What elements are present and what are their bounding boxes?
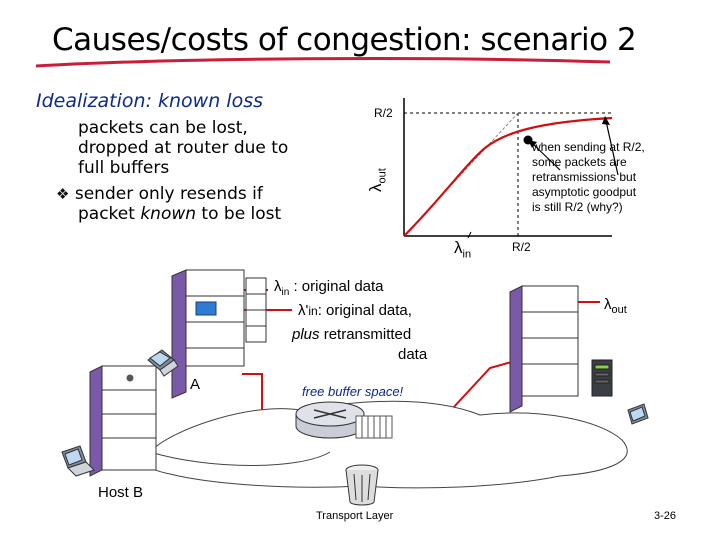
free-buffer-label: free buffer space! (302, 384, 404, 399)
bullet-2-suffix: to be lost (196, 204, 282, 224)
bullet-2: ❖ sender only resends if packet known to… (56, 184, 281, 224)
data-word: data (398, 346, 428, 363)
graph-x-axis-lambda: λ (454, 238, 463, 257)
server-icon (591, 359, 613, 397)
router-buffer (355, 415, 393, 439)
lambda-prime-desc: : original data, (317, 302, 412, 319)
network-link-bottom (149, 451, 331, 466)
graph-y-axis-label: λout (366, 168, 388, 192)
buffer-stack-a (245, 277, 267, 343)
graph-y-axis-sub: out (376, 168, 389, 184)
title-underline (35, 57, 611, 68)
footer-title: Transport Layer (316, 510, 394, 522)
retransmitted-label: plus retransmitted (292, 326, 411, 343)
diamond-bullet-icon: ❖ (56, 185, 70, 203)
trash-can-icon (345, 464, 379, 506)
bullet-1-line-3: full buffers (78, 158, 170, 178)
host-a-device (171, 269, 245, 399)
lambda-out-sub: out (611, 304, 627, 316)
plus-word: plus (292, 326, 320, 343)
lambda-in-label: λin : original data (274, 278, 384, 298)
graph-x-axis-label: λin (454, 238, 471, 260)
host-a-label: A (190, 376, 201, 393)
graph-note-line: some packets are (532, 155, 627, 169)
retransmitted-word: retransmitted (319, 326, 412, 343)
graph-arrow-to-point (532, 143, 561, 171)
graph-y-axis-lambda: λ (366, 183, 385, 193)
idealization-heading: Idealization: known loss (36, 90, 263, 112)
network-cloud (143, 400, 628, 489)
graph-note-line: retransmissions but (532, 170, 637, 184)
graph-note-line: asymptotic goodput (532, 185, 637, 199)
graph-y-tick: R/2 (374, 106, 393, 120)
graph-note-line: when sending at R/2, (532, 140, 645, 154)
graph-x-tick: R/2 (512, 240, 531, 254)
lambda-out-symbol: λ (604, 296, 612, 313)
bullet-2-emphasis: known (140, 204, 197, 224)
lambda-out-label: λout (604, 296, 627, 316)
bullet-1-line-2: dropped at router due to (78, 138, 289, 158)
host-b-device (89, 365, 157, 477)
graph-goodput-curve (403, 116, 613, 237)
page-number: 3-26 (654, 510, 677, 522)
lambda-in-symbol: λ (274, 278, 282, 295)
bullet-1: packets can be lost, dropped at router d… (78, 118, 288, 178)
receiver-device (509, 285, 579, 413)
slide-title: Causes/costs of congestion: scenario 2 (52, 22, 637, 58)
graph-x-axis-sub: in (462, 248, 472, 261)
laptop-icon-1 (147, 349, 179, 377)
graph-arrowhead-end (602, 116, 610, 125)
graph-note-line: is still R/2 (why?) (532, 200, 623, 214)
graph-arrow-to-curve-end (605, 120, 619, 176)
graph-xin-pointer (467, 231, 472, 239)
graph-note: when sending at R/2, some packets are re… (532, 140, 712, 215)
lambda-prime-sub: in (308, 304, 318, 318)
bullet-1-line-1: packets can be lost, (78, 118, 248, 138)
lambda-in-desc: : original data (289, 278, 384, 295)
lambda-in-sub: in (281, 287, 290, 298)
laptop-icon-3 (627, 403, 649, 425)
throughput-graph (403, 98, 619, 239)
lambda-prime-symbol: λ' (298, 302, 309, 319)
router (295, 401, 365, 439)
graph-arrowhead-point (528, 140, 537, 148)
lambda-prime-label: λ'in: original data, (298, 302, 412, 319)
laptop-icon-2 (61, 445, 95, 477)
idealization-emphasis: known loss (158, 90, 264, 112)
host-b-label: Host B (98, 484, 144, 501)
bullet-2-line-1: sender only resends if (74, 184, 263, 204)
bullet-2-prefix: packet (78, 204, 141, 224)
idealization-label: Idealization: (36, 90, 159, 112)
